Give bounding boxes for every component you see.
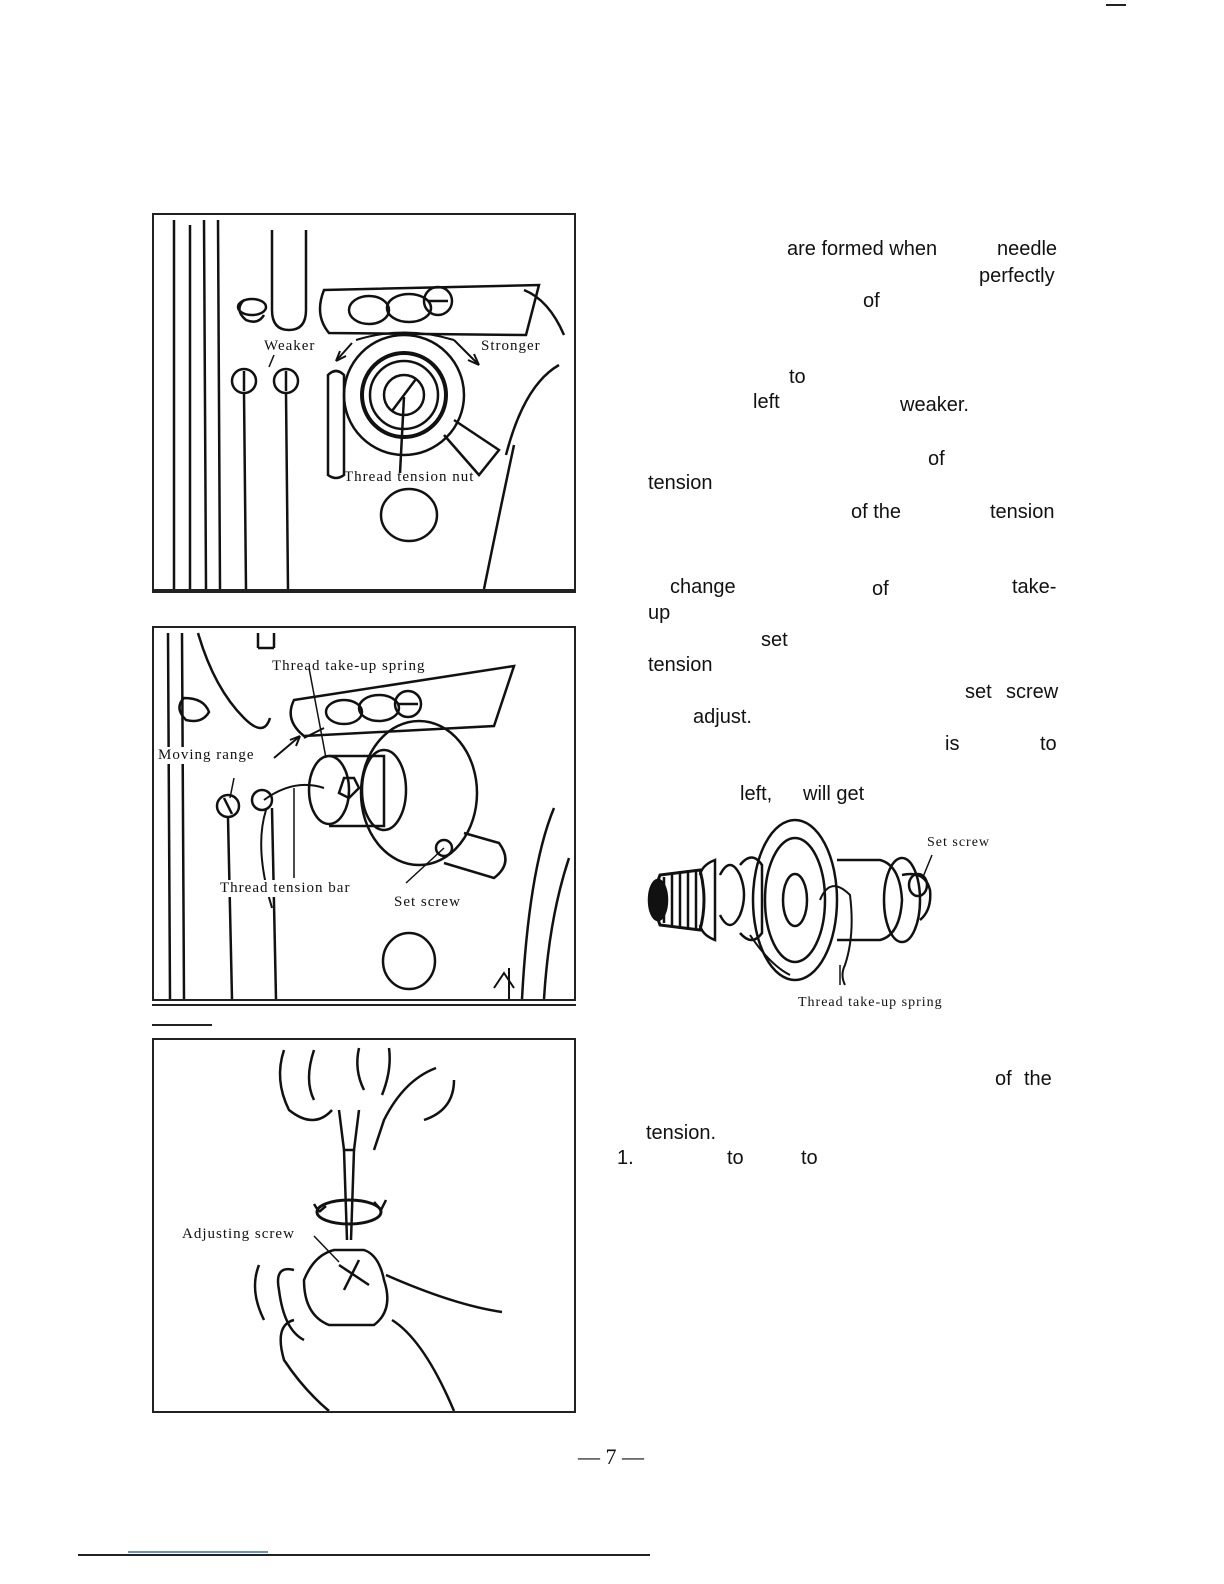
figure-tension-assembly: Set screw Thread take-up spring xyxy=(640,815,1060,1020)
text-fragment: tension. xyxy=(646,1122,717,1144)
text-fragment: tension xyxy=(648,472,713,494)
text-fragment: to xyxy=(727,1147,744,1169)
text-fragment: of xyxy=(995,1068,1012,1090)
text-fragment: up xyxy=(648,602,671,624)
tension-assembly-illustration xyxy=(647,818,933,986)
figure-bobbin-case-adjusting-screw: Adjusting screw xyxy=(152,1038,576,1413)
separator xyxy=(152,591,576,593)
text-fragment: perfectly xyxy=(979,265,1055,287)
adjusting-screw-illustration xyxy=(253,1047,503,1411)
text-fragment: to xyxy=(1040,733,1057,755)
bottom-rule-accent xyxy=(128,1551,268,1553)
text-fragment: needle xyxy=(997,238,1058,260)
text-fragment: left xyxy=(753,391,780,413)
page-number: — 7 — xyxy=(578,1444,644,1469)
text-fragment: tension xyxy=(648,654,713,676)
text-fragment: of xyxy=(872,578,889,600)
label-stronger: Stronger xyxy=(481,338,541,354)
text-fragment: change xyxy=(670,576,736,598)
text-fragment: tension xyxy=(990,501,1055,523)
corner-dash xyxy=(1106,4,1126,6)
text-fragment: adjust. xyxy=(693,706,752,728)
text-fragment: will get xyxy=(803,783,865,805)
text-fragment: weaker. xyxy=(900,394,969,416)
text-fragment: are formed when xyxy=(787,238,938,260)
label-thread-tension-nut: Thread tension nut xyxy=(344,469,475,485)
text-fragment: of xyxy=(863,290,880,312)
separator xyxy=(152,1004,576,1006)
label-thread-take-up-spring: Thread take-up spring xyxy=(798,995,943,1010)
take-up-spring-illustration xyxy=(166,632,571,999)
figure-thread-take-up-spring: Thread take-up spring Moving range Threa… xyxy=(152,626,576,1001)
text-fragment: set xyxy=(965,681,992,703)
text-fragment: to xyxy=(789,366,806,388)
text-fragment: to xyxy=(801,1147,818,1169)
text-fragment: of xyxy=(928,448,945,470)
separator-short xyxy=(152,1024,212,1026)
text-fragment: is xyxy=(945,733,960,755)
text-fragment: set xyxy=(761,629,788,651)
text-fragment: the xyxy=(1024,1068,1052,1090)
label-thread-take-up-spring: Thread take-up spring xyxy=(272,658,426,674)
label-thread-tension-bar: Thread tension bar xyxy=(220,880,351,897)
list-number: 1. xyxy=(617,1147,634,1169)
label-weaker: Weaker xyxy=(264,338,316,354)
label-set-screw: Set screw xyxy=(927,835,991,850)
text-fragment: screw xyxy=(1006,681,1059,703)
figure-thread-tension-nut: Weaker Stronger Thread tension nut xyxy=(152,213,576,591)
label-moving-range: Moving range xyxy=(158,747,255,764)
text-fragment: take- xyxy=(1012,576,1057,598)
text-fragment: left, xyxy=(740,783,773,805)
text-fragment: of the xyxy=(851,501,902,523)
tension-nut-illustration xyxy=(172,219,566,589)
bottom-rule xyxy=(78,1554,650,1556)
label-adjusting-screw: Adjusting screw xyxy=(182,1226,295,1243)
label-set-screw: Set screw xyxy=(394,894,461,911)
